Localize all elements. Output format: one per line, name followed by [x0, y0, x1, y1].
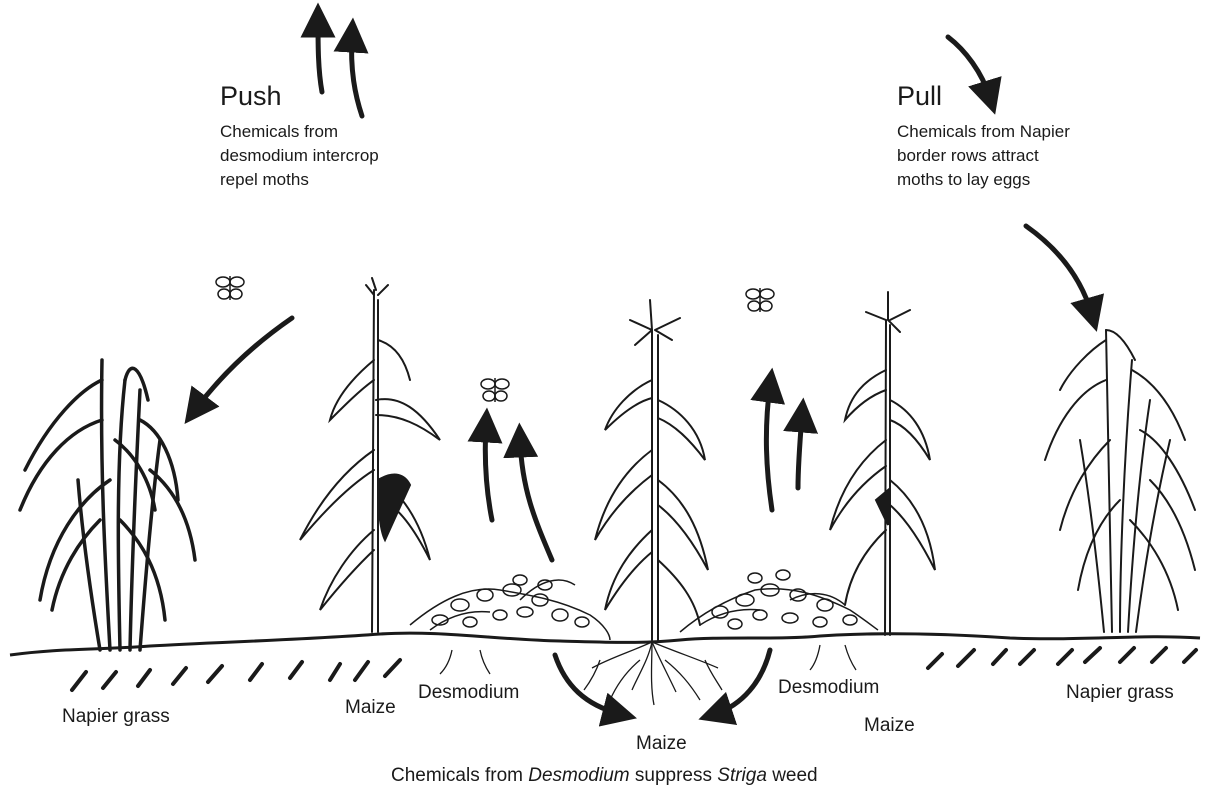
- moth-icon: [216, 276, 244, 300]
- pull-down-arrow: [948, 37, 990, 98]
- rise-arrow: [766, 385, 772, 510]
- rise-arrow: [485, 425, 492, 520]
- caption-striga: Striga: [717, 765, 767, 786]
- pull-description: Chemicals from Napier border rows attrac…: [897, 120, 1070, 191]
- label-maize-center: Maize: [636, 733, 687, 755]
- caption-text: weed: [767, 765, 818, 786]
- moth-icon: [746, 288, 774, 312]
- rise-arrow: [798, 415, 802, 488]
- suppress-arrow-right: [715, 650, 770, 714]
- push-description: Chemicals from desmodium intercrop repel…: [220, 120, 379, 191]
- label-napier-grass-left: Napier grass: [62, 706, 170, 728]
- rise-arrow: [520, 440, 552, 560]
- label-maize-right: Maize: [864, 715, 915, 737]
- caption-text: Chemicals from: [391, 765, 528, 786]
- label-napier-grass-right: Napier grass: [1066, 682, 1174, 704]
- napier-grass-left: [20, 360, 195, 650]
- moth-icon: [481, 378, 509, 402]
- maize-plant-center: [595, 300, 708, 640]
- push-up-arrow: [352, 35, 362, 116]
- push-title: Push: [220, 81, 282, 112]
- caption-desmodium: Desmodium: [528, 765, 629, 786]
- maize-plant-right: [830, 292, 935, 635]
- desmodium-right: [680, 570, 878, 632]
- soil-hatching: [72, 648, 1196, 690]
- label-maize-left: Maize: [345, 697, 396, 719]
- label-desmodium-right: Desmodium: [778, 677, 879, 699]
- desmodium-left: [410, 575, 610, 640]
- maize-plant-left: [300, 278, 440, 632]
- napier-grass-right: [1045, 330, 1195, 632]
- caption: Chemicals from Desmodium suppress Striga…: [391, 765, 818, 787]
- ground-line: [10, 633, 1200, 655]
- caption-text: suppress: [630, 765, 718, 786]
- pull-down-arrow: [1026, 226, 1092, 315]
- repel-arrow-left: [195, 318, 292, 410]
- label-desmodium-left: Desmodium: [418, 682, 519, 704]
- push-up-arrow: [318, 20, 322, 92]
- pull-title: Pull: [897, 81, 942, 112]
